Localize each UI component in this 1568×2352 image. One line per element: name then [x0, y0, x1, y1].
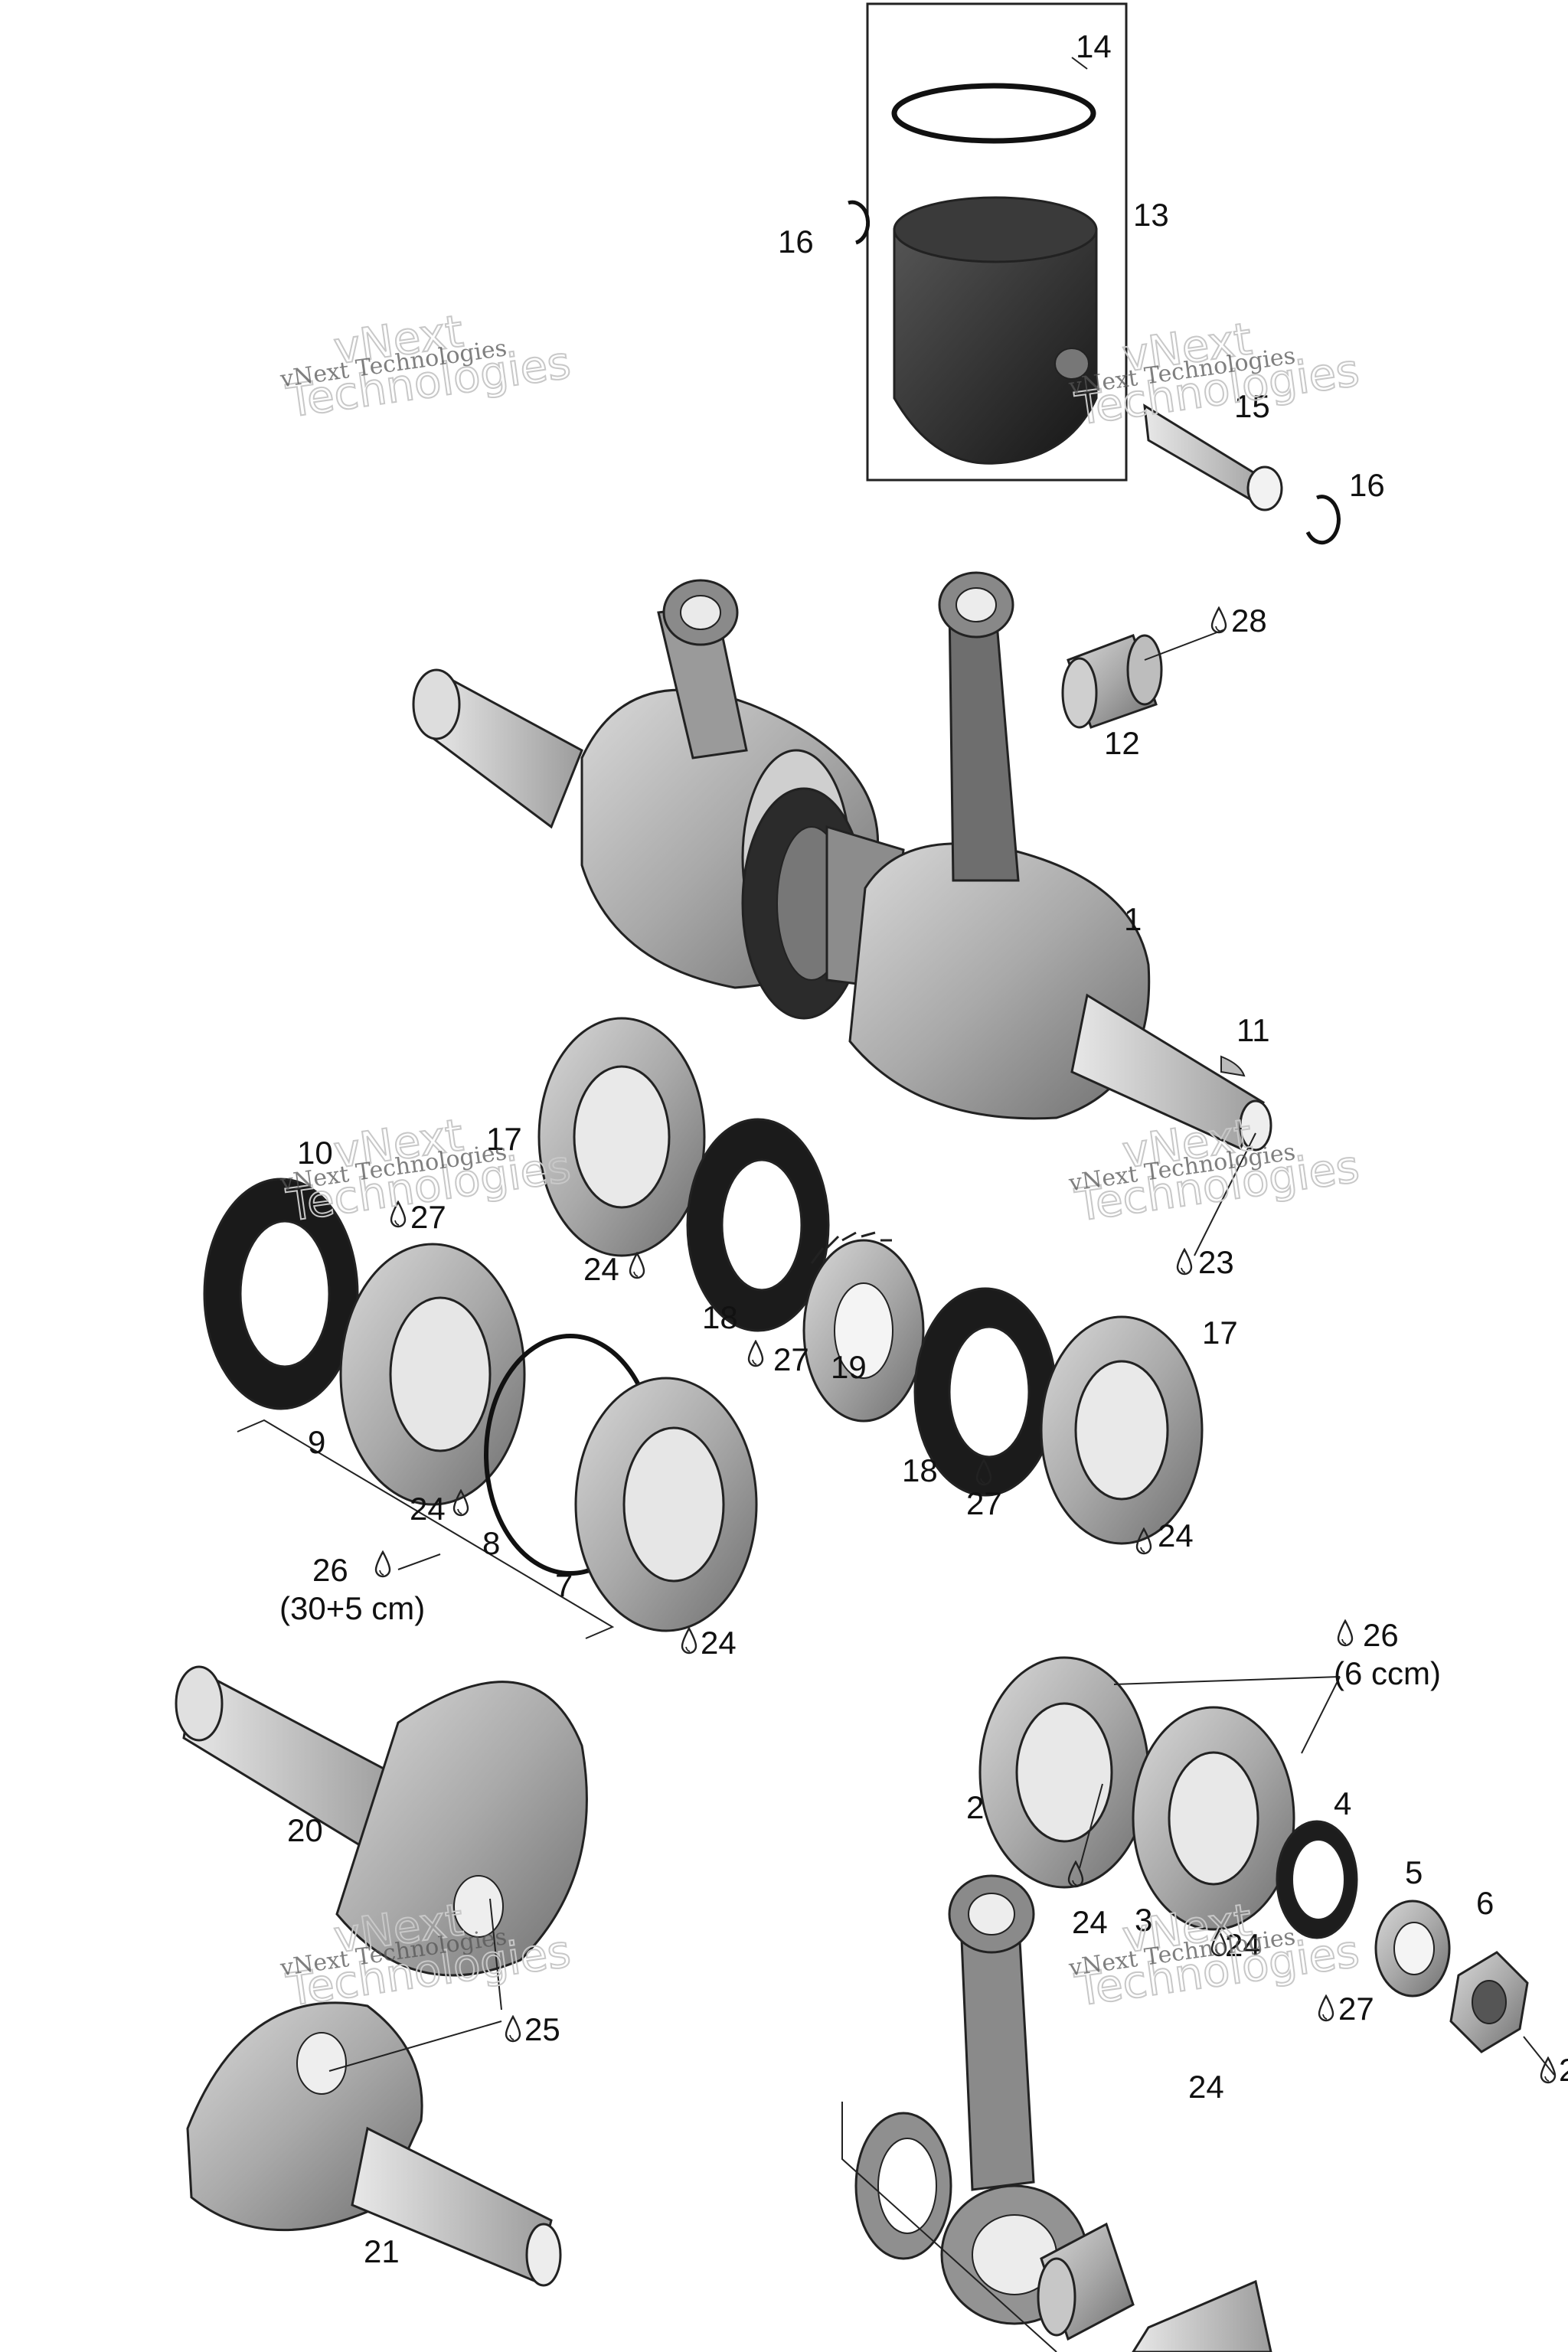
callout-4: 4: [1334, 1785, 1351, 1821]
callout-18-upper: 18: [702, 1299, 738, 1335]
circlip-left[interactable]: [848, 200, 871, 245]
watermark: Technologies vNext vNext Technologies: [1067, 1893, 1363, 2017]
seal-ring-4[interactable]: [1276, 1820, 1358, 1939]
needle-bearing-upper[interactable]: [1061, 634, 1163, 729]
piston-kit-frame: [866, 2, 1128, 482]
watermark: Technologies vNext vNext Technologies: [278, 304, 574, 428]
callout-26-left: 26: [312, 1552, 348, 1588]
callout-5: 5: [1405, 1854, 1423, 1890]
callout-17-right: 17: [1202, 1315, 1238, 1351]
half-crankshaft-upper[interactable]: [175, 1665, 588, 1977]
circlip-right[interactable]: [1305, 495, 1341, 545]
callout-18-lower: 18: [902, 1452, 938, 1488]
callout-24-d: 24: [701, 1625, 737, 1661]
callout-27-c: 27: [966, 1485, 1002, 1521]
callout-2: 2: [966, 1789, 984, 1825]
callout-24-a: 24: [583, 1251, 619, 1287]
callout-6: 6: [1476, 1885, 1494, 1921]
callout-7: 7: [555, 1567, 573, 1603]
nut-6[interactable]: [1449, 1951, 1529, 2053]
callout-23: 23: [1198, 1244, 1234, 1280]
callout-24-g: 24: [1188, 2069, 1224, 2105]
callout-12: 12: [1104, 725, 1140, 761]
bearing-set-bracket: [237, 1419, 615, 1639]
callout-19: 19: [831, 1349, 867, 1385]
callout-25: 25: [524, 2011, 560, 2047]
woodruff-key[interactable]: [1220, 1055, 1246, 1077]
callout-27-b: 27: [773, 1341, 809, 1377]
watermark: Technologies vNext vNext Technologies: [1067, 1108, 1363, 1232]
callout-27-d: 27: [1338, 1991, 1374, 2027]
callout-27-a: 27: [410, 1199, 446, 1235]
callout-15: 15: [1234, 388, 1270, 424]
callout-14: 14: [1076, 28, 1112, 64]
watermark: Technologies vNext vNext Technologies: [1067, 312, 1363, 436]
crank-pin[interactable]: [1132, 2279, 1272, 2352]
main-bearing-right[interactable]: [1040, 1315, 1204, 1545]
piston-group: [848, 2, 1341, 545]
callout-24-c: 24: [1158, 1517, 1194, 1553]
oil-seal-upper[interactable]: [686, 1118, 830, 1332]
piston[interactable]: [893, 196, 1098, 465]
callout-26-right: 26: [1363, 1617, 1399, 1653]
callout-3: 3: [1135, 1902, 1152, 1938]
callout-13: 13: [1133, 197, 1169, 233]
callout-24-b: 24: [410, 1491, 446, 1527]
main-bearing-upper-left[interactable]: [537, 1017, 706, 1257]
callout-17-upper: 17: [486, 1121, 522, 1157]
oil-seal-lower[interactable]: [913, 1287, 1057, 1497]
washer-5[interactable]: [1374, 1900, 1451, 1998]
callout-numbers: 14 13 16 15 16 28 12 1 11 17 10 27 23 24…: [279, 28, 1568, 2269]
needle-bearing-lower[interactable]: [1037, 2222, 1135, 2341]
callout-10: 10: [297, 1135, 333, 1171]
callout-cut-off: 2: [1559, 2052, 1568, 2088]
drive-gear[interactable]: [802, 1231, 925, 1423]
piston-ring[interactable]: [891, 83, 1096, 144]
piston-pin[interactable]: [1143, 403, 1283, 511]
pto-bearing-9[interactable]: [339, 1243, 526, 1506]
callout-1: 1: [1124, 901, 1142, 937]
pto-seal[interactable]: [203, 1178, 359, 1410]
callout-8: 8: [482, 1525, 500, 1561]
lower-bracket: [841, 2102, 1057, 2352]
callout-16-left: 16: [778, 224, 814, 260]
pto-bearing-7[interactable]: [574, 1377, 758, 1632]
bearing-2[interactable]: [978, 1656, 1150, 1889]
callout-24-f: 24: [1225, 1927, 1261, 1963]
bearing-3[interactable]: [1132, 1706, 1295, 1931]
callout-28: 28: [1231, 603, 1267, 639]
callout-16-right: 16: [1349, 467, 1385, 503]
callout-26-right-note: (6 ccm): [1334, 1655, 1441, 1691]
callout-24-e: 24: [1072, 1904, 1108, 1940]
callout-11: 11: [1236, 1012, 1270, 1048]
leader-lines: [328, 57, 1555, 2076]
callout-20: 20: [287, 1812, 323, 1848]
thrust-washer[interactable]: [854, 2112, 952, 2260]
half-crankshaft-lower[interactable]: [186, 2001, 562, 2287]
crankshaft-assembly[interactable]: [412, 571, 1272, 1152]
callout-26-left-note: (30+5 cm): [279, 1590, 425, 1626]
callout-9: 9: [308, 1424, 325, 1460]
callout-21: 21: [364, 2233, 400, 2269]
